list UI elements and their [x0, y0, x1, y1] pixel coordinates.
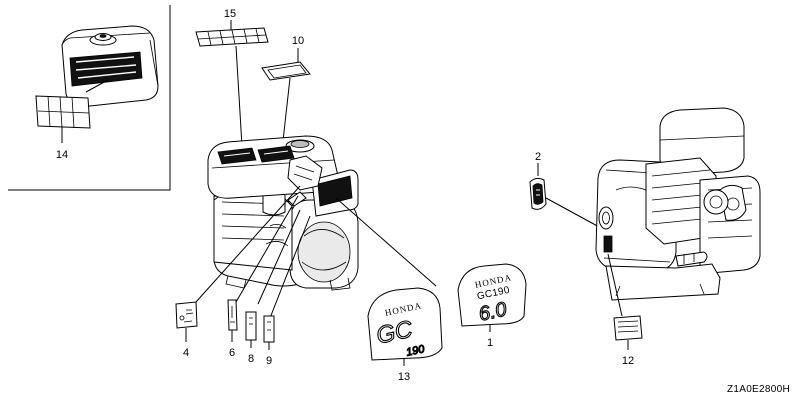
- inset-panel: 14: [8, 5, 171, 191]
- label-4-part: [175, 301, 198, 329]
- callout-10: 10: [292, 35, 304, 47]
- engine-front-view: [207, 135, 359, 291]
- callout-1: 1: [487, 337, 493, 349]
- label-8-part: [245, 311, 257, 341]
- label-12-part: [613, 315, 643, 341]
- decal-13-displacement: 190: [405, 343, 426, 359]
- callout-9: 9: [266, 355, 272, 367]
- callout-15: 15: [224, 8, 236, 20]
- label-6-part: [227, 299, 238, 331]
- air-cleaner-cover-inset: [61, 25, 159, 107]
- label-15-part: [195, 27, 269, 47]
- callout-6: 6: [229, 347, 235, 359]
- callout-4: 4: [183, 347, 189, 359]
- callout-8: 8: [248, 353, 254, 365]
- diagram-code: Z1A0E2800H: [727, 384, 790, 395]
- label-9-part: [263, 315, 275, 343]
- decal-1-part: HONDA GC190 6.0: [457, 263, 527, 327]
- callout-12: 12: [622, 355, 634, 367]
- label-14-part: [35, 79, 109, 129]
- engine-rear-view: [595, 107, 761, 301]
- callout-14: 14: [56, 149, 68, 161]
- callout-2: 2: [535, 151, 541, 163]
- label-10-part: [261, 61, 311, 81]
- callout-13: 13: [398, 371, 410, 383]
- decal-2-part: [529, 177, 547, 210]
- decal-13-part: HONDA GC 190: [367, 287, 443, 361]
